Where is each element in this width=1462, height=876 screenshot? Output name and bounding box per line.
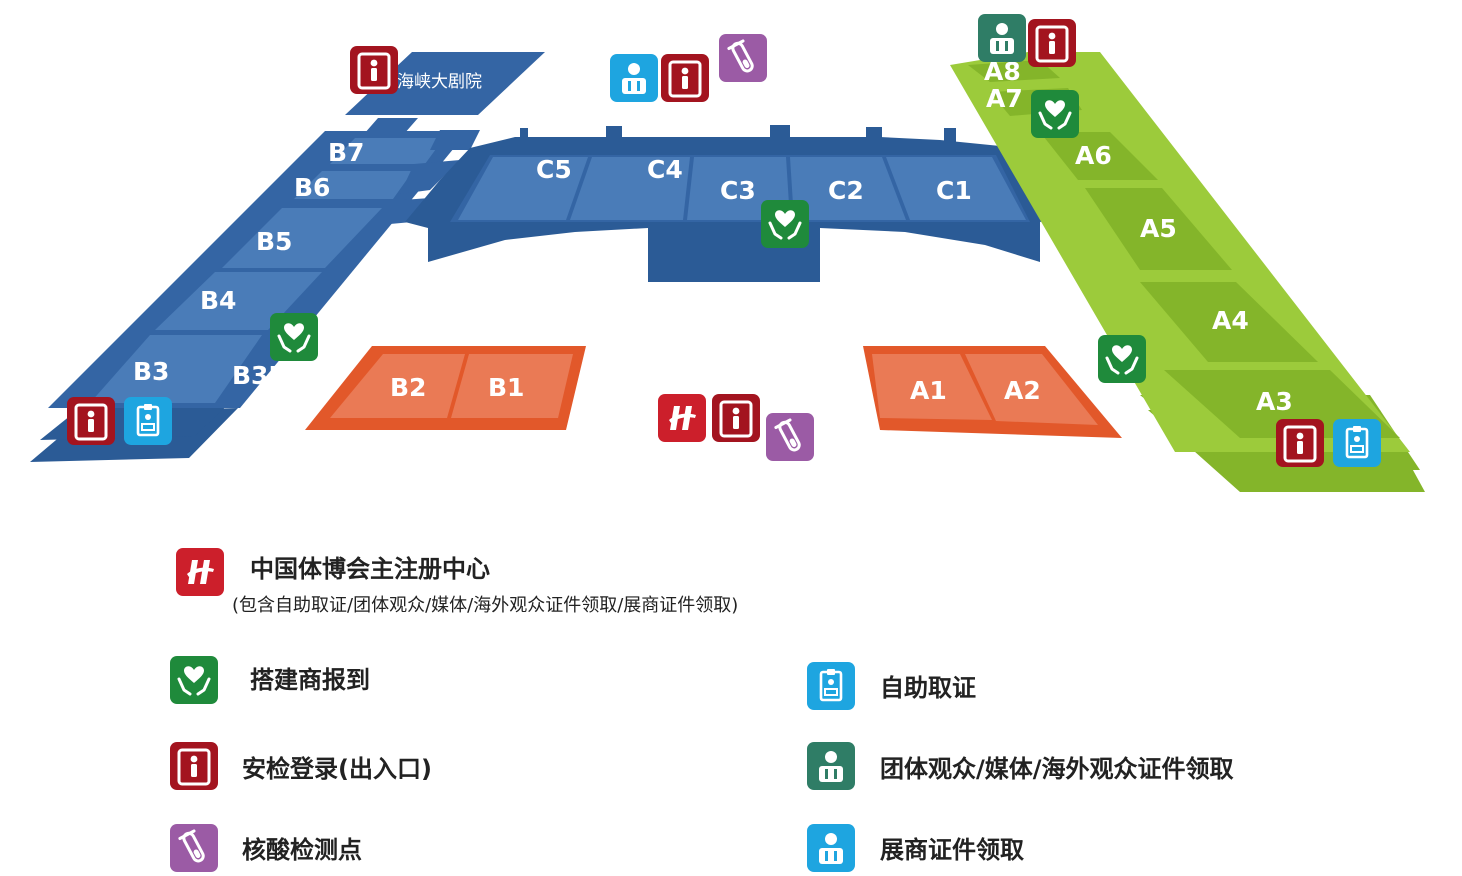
label-c1: C1 xyxy=(936,176,972,205)
label-a1: A1 xyxy=(910,376,947,405)
legend-exhibitor-badge-label: 展商证件领取 xyxy=(880,836,1024,864)
label-c5: C5 xyxy=(536,155,572,184)
center-registration-icon[interactable] xyxy=(658,394,706,442)
hall-c2[interactable] xyxy=(790,157,906,220)
label-b6: B6 xyxy=(294,173,330,202)
theatre-label: 海峡大剧院 xyxy=(397,72,482,92)
legend-registration-icon xyxy=(176,548,224,596)
label-b7: B7 xyxy=(328,138,364,167)
hall-a1[interactable] xyxy=(872,354,992,420)
label-b5: B5 xyxy=(256,227,292,256)
a7-builder-icon[interactable] xyxy=(1029,88,1081,140)
hall-a2[interactable] xyxy=(965,354,1098,425)
top-test-tube-icon[interactable] xyxy=(717,32,769,84)
hall-c1[interactable] xyxy=(886,157,1026,220)
label-a2: A2 xyxy=(1004,376,1041,405)
b3-security-icon[interactable] xyxy=(65,395,117,447)
label-a4: A4 xyxy=(1212,306,1249,335)
hall-b2[interactable] xyxy=(330,354,465,418)
label-a7: A7 xyxy=(986,84,1023,113)
legend-builder-icon xyxy=(168,654,220,706)
legend-registration-title: 中国体博会主注册中心 xyxy=(250,555,490,583)
label-c3: C3 xyxy=(720,176,756,205)
orange-halls xyxy=(305,346,1122,438)
hall-c5[interactable] xyxy=(458,157,588,220)
legend-test-label: 核酸检测点 xyxy=(242,836,362,864)
top-security-icon[interactable] xyxy=(659,52,711,104)
label-c4: C4 xyxy=(647,155,683,184)
hall-b1[interactable] xyxy=(451,354,573,418)
label-b3l: B3L xyxy=(232,361,284,390)
b3-self-service-icon[interactable] xyxy=(122,395,174,447)
legend-builder-label: 搭建商报到 xyxy=(250,666,370,694)
hall-a5[interactable] xyxy=(1085,188,1232,270)
hall-labels: 海峡大剧院 B7 B6 B5 B4 B3 B3L B2 B1 C5 C4 C3 … xyxy=(133,57,1293,416)
theatre-security-icon[interactable] xyxy=(348,44,400,96)
legend-test-icon xyxy=(168,822,220,874)
c-hall-building xyxy=(405,125,1072,282)
legend-group-badge-label: 团体观众/媒体/海外观众证件领取 xyxy=(880,755,1234,783)
a4-builder-icon[interactable] xyxy=(1096,333,1148,385)
hall-b5[interactable] xyxy=(222,208,382,268)
legend: 中国体博会主注册中心 (包含自助取证/团体观众/媒体/海外观众证件领取/展商证件… xyxy=(168,548,1234,874)
label-b3: B3 xyxy=(133,357,169,386)
c3-builder-icon[interactable] xyxy=(759,198,811,250)
hall-b3[interactable] xyxy=(90,335,262,403)
b3-builder-icon[interactable] xyxy=(268,311,320,363)
legend-security-icon xyxy=(168,740,220,792)
legend-security-label: 安检登录(出入口) xyxy=(242,755,432,783)
a3-self-service-icon[interactable] xyxy=(1331,417,1383,469)
a3-security-icon[interactable] xyxy=(1274,417,1326,469)
legend-group-badge-icon xyxy=(807,742,855,790)
label-a5: A5 xyxy=(1140,214,1177,243)
legend-self-service-label: 自助取证 xyxy=(880,674,976,702)
legend-self-service-icon xyxy=(805,660,857,712)
a8-group-badge-icon[interactable] xyxy=(978,14,1026,62)
label-b1: B1 xyxy=(488,373,524,402)
center-security-icon[interactable] xyxy=(710,392,762,444)
hall-a4[interactable] xyxy=(1140,282,1318,362)
hall-c4[interactable] xyxy=(570,157,690,220)
label-b4: B4 xyxy=(200,286,236,315)
center-test-tube-icon[interactable] xyxy=(764,411,816,463)
hall-a6[interactable] xyxy=(1040,132,1158,180)
theatre-building xyxy=(345,52,545,115)
legend-exhibitor-badge-icon xyxy=(807,824,855,872)
label-c2: C2 xyxy=(828,176,864,205)
top-staff-badge-icon[interactable] xyxy=(610,54,658,102)
a8-security-icon[interactable] xyxy=(1026,17,1078,69)
label-a3: A3 xyxy=(1256,387,1293,416)
hall-b7[interactable] xyxy=(330,138,444,164)
legend-registration-sub: (包含自助取证/团体观众/媒体/海外观众证件领取/展商证件领取) xyxy=(232,595,738,616)
label-a6: A6 xyxy=(1075,141,1112,170)
hall-b6[interactable] xyxy=(294,171,413,199)
label-b2: B2 xyxy=(390,373,426,402)
